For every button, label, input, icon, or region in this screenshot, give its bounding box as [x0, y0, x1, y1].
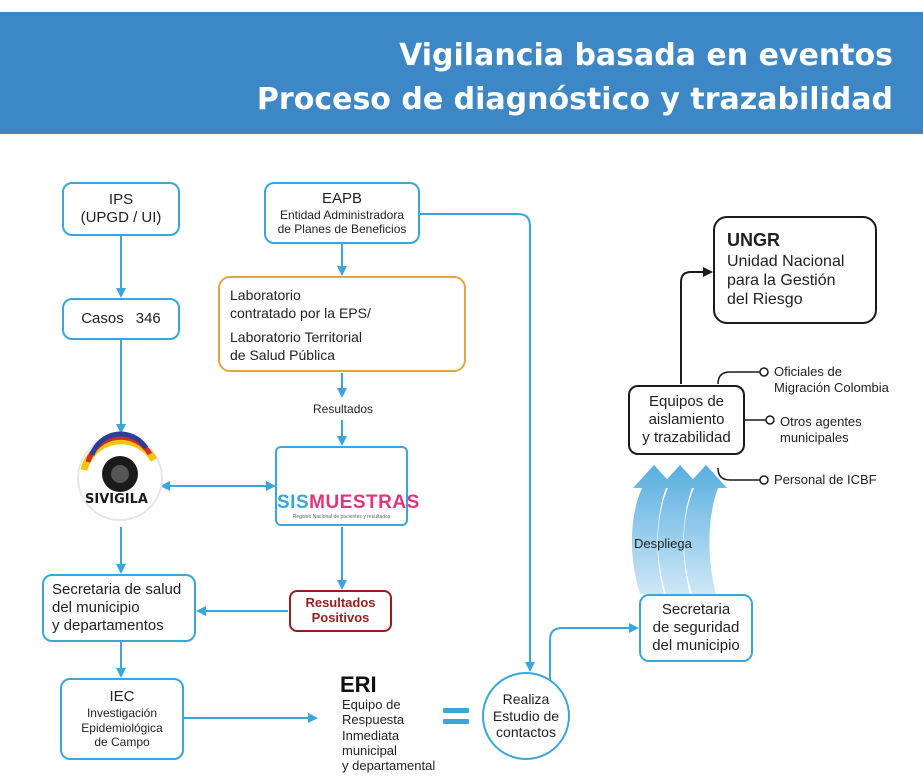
secretaria-salud-line-3: y departamentos [52, 617, 164, 634]
despliega-arrow-2 [657, 465, 701, 594]
eri-line-4: municipal [342, 742, 397, 758]
lab-line-4: de Salud Pública [230, 347, 336, 363]
seguridad-line-2: de seguridad [652, 619, 740, 636]
equipos-box: Equipos de aislamiento y trazabilidad [628, 385, 745, 455]
eapb-line-2: de Planes de Beneficios [277, 222, 407, 236]
eri-line-1: Equipo de [342, 697, 401, 712]
agent-municipales-line-2: municipales [780, 429, 849, 445]
agent-icbf-line-1: Personal de ICBF [774, 472, 877, 487]
secretaria-salud-line-1: Secretaria de salud [52, 581, 182, 598]
lab-line-1: Laboratorio [230, 287, 301, 303]
iec-line-3: de Campo [94, 735, 150, 750]
equals-sign [443, 708, 469, 730]
equipos-branch-lines [717, 371, 766, 481]
sismuestras-tagline: Registro Nacional de pacientes y resulta… [292, 514, 391, 520]
lab-line-3: Laboratorio Territorial [230, 329, 363, 345]
eri-description: Equipo de Respuesta Inmediata municipal … [342, 697, 435, 774]
iec-line-1: Investigación [86, 706, 158, 721]
despliega-arrows [631, 465, 727, 594]
sivigila-label: SIVIGILA [85, 492, 148, 507]
eri-line-5: y departamental [342, 758, 436, 774]
ungr-title: UNGR [727, 230, 780, 251]
equipos-line-3: y trazabilidad [642, 429, 731, 446]
header-banner: Vigilancia basada en eventos Proceso de … [0, 12, 923, 134]
secretaria-salud-line-2: del municipio [52, 599, 140, 616]
iec-title: IEC [109, 688, 135, 706]
estudio-contactos-circle: Realiza Estudio de contactos [482, 672, 570, 760]
estudio-line-1: Realiza [502, 690, 550, 707]
estudio-line-2: Estudio de [492, 707, 560, 724]
casos-label: Casos [81, 310, 124, 327]
secretaria-salud-box: Secretaria de salud del municipio y depa… [42, 574, 196, 642]
branch-node-2 [765, 415, 775, 425]
seguridad-line-3: del municipio [652, 637, 740, 654]
arrow-eapb-estudio [420, 213, 535, 672]
eri-title: ERI [340, 672, 377, 697]
resultados-positivos-line-1: Resultados [305, 595, 376, 611]
agent-municipales: Otros agentes municipales [780, 414, 862, 445]
ips-box: IPS (UPGD / UI) [62, 182, 180, 236]
laboratorio-box: Laboratorio contratado por la EPS/ Labor… [218, 276, 466, 372]
branch-node-1 [759, 367, 769, 377]
header-title: Vigilancia basada en eventos [399, 38, 893, 73]
arrow-estudio-seguridad [549, 623, 639, 680]
branch-node-3 [759, 475, 769, 485]
ips-subtitle: (UPGD / UI) [80, 209, 162, 226]
secretaria-seguridad-box: Secretaria de seguridad del municipio [639, 594, 753, 662]
resultados-positivos-box: Resultados Positivos [289, 590, 392, 632]
resultados-positivos-line-2: Positivos [311, 610, 370, 625]
eri-line-3: Inmediata [342, 727, 400, 743]
equipos-line-2: aislamiento [648, 411, 725, 428]
agent-migracion: Oficiales de Migración Colombia [774, 364, 889, 395]
eri-line-2: Respuesta [342, 712, 405, 728]
despliega-arrow-1 [631, 465, 675, 594]
sismuestras-box: SISMUESTRAS Registro Nacional de pacient… [275, 446, 419, 526]
sismuestras-muestras: MUESTRAS [309, 492, 420, 513]
iec-line-2: Epidemiológica [81, 720, 163, 735]
agent-municipales-line-1: Otros agentes [780, 414, 862, 429]
ungr-line-2: para la Gestión [727, 272, 836, 290]
ips-title: IPS [108, 191, 134, 208]
ungr-line-3: del Riesgo [727, 291, 803, 309]
seguridad-line-1: Secretaria [661, 601, 731, 618]
arrow-equipos-ungr [680, 267, 713, 384]
sivigila-logo [77, 431, 163, 521]
equipos-line-1: Equipos de [648, 393, 725, 410]
casos-box: Casos 346 [62, 298, 180, 340]
lab-line-2: contratado por la EPS/ [230, 305, 371, 321]
sismuestras-sis: SIS [277, 492, 310, 513]
casos-code: 346 [135, 310, 161, 327]
ungr-line-1: Unidad Nacional [727, 253, 845, 271]
agent-icbf: Personal de ICBF [774, 472, 877, 488]
header-subtitle: Proceso de diagnóstico y trazabilidad [256, 82, 893, 117]
sismuestras-logo-text: SISMUESTRAS [277, 492, 419, 514]
ungr-box: UNGR Unidad Nacional para la Gestión del… [713, 216, 877, 324]
agent-migracion-line-1: Oficiales de [774, 364, 842, 379]
estudio-line-3: contactos [496, 724, 556, 741]
eapb-box: EAPB Entidad Administradora de Planes de… [264, 182, 420, 244]
agent-migracion-line-2: Migración Colombia [774, 379, 889, 395]
resultados-label: Resultados [313, 402, 374, 416]
eapb-line-1: Entidad Administradora [279, 207, 405, 222]
despliega-arrow-3 [683, 465, 727, 594]
eapb-title: EAPB [321, 189, 363, 207]
iec-box: IEC Investigación Epidemiológica de Camp… [60, 678, 184, 760]
despliega-label: Despliega [634, 536, 692, 551]
